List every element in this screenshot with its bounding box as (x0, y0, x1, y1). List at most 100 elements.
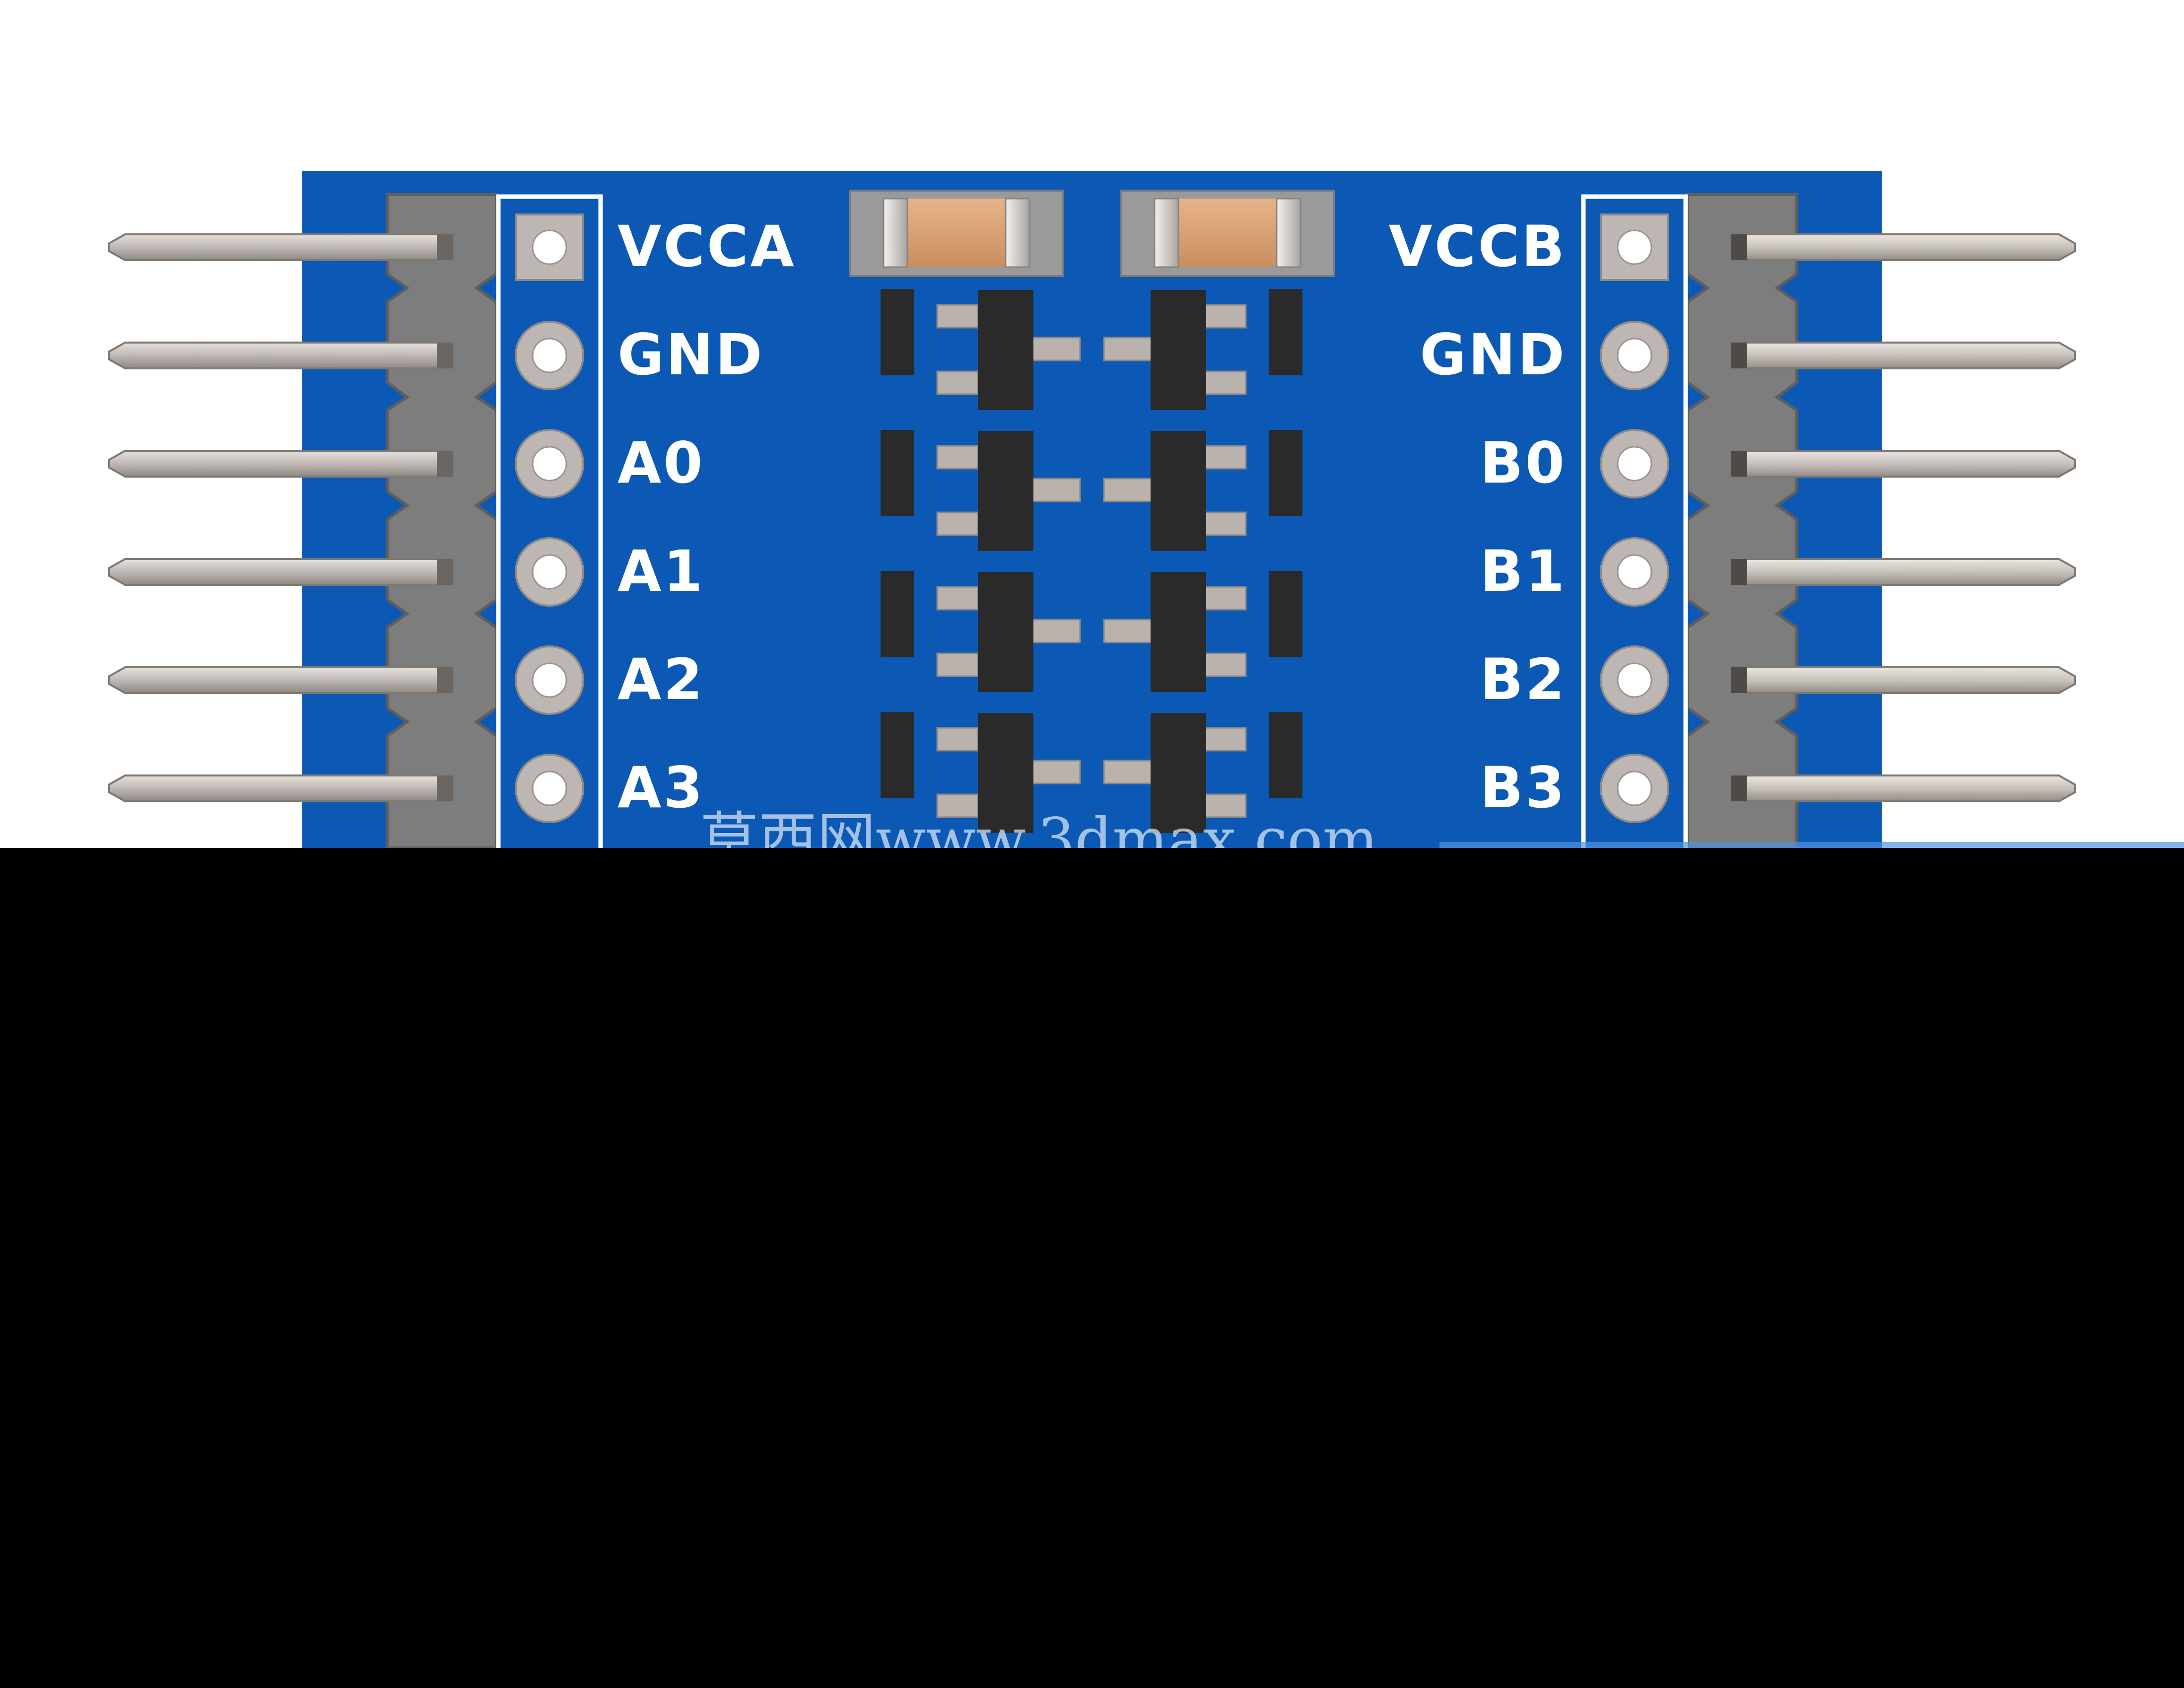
left-pad-hole (532, 338, 567, 373)
resistor-right (1269, 289, 1302, 375)
right-pad-hole (1617, 554, 1652, 590)
right-pin-shadow (1731, 451, 1747, 477)
pin-label-vccb: VCCB (1389, 213, 1567, 280)
left-pin-shadow (437, 234, 453, 260)
left-pin-shadow (437, 775, 453, 801)
pin-label-gnd-b: GND (1420, 322, 1567, 388)
pin-label-a3: A3 (617, 755, 705, 821)
left-header-pin (108, 342, 454, 369)
left-pin-shadow (437, 343, 453, 368)
mosfet-lead (1204, 370, 1247, 395)
right-header-plastic (1686, 193, 1798, 849)
mosfet-lead (1204, 511, 1247, 536)
right-header-pin (1730, 233, 2076, 261)
left-pin-labels: VCCA GND A0 A1 A2 A3 (617, 213, 796, 821)
pin-label-a2: A2 (617, 646, 705, 712)
left-pin-shadow (437, 559, 453, 585)
crop-edge-highlight (1439, 842, 2184, 848)
left-pad-hole (532, 554, 567, 590)
pin-label-b1: B1 (1480, 538, 1567, 604)
right-pin-shadow (1731, 775, 1747, 801)
mosfet-lead (936, 511, 979, 536)
mosfet-lead (936, 727, 979, 752)
mosfet-channel-array (881, 289, 1302, 833)
left-header-pin (108, 774, 454, 802)
right-pad-hole (1617, 771, 1652, 806)
mosfet-lead (1103, 619, 1153, 643)
mosfet-lead (936, 586, 979, 611)
right-header-pin (1730, 666, 2076, 694)
mosfet-body-right (1151, 290, 1206, 410)
mosfet-body-right (1151, 431, 1206, 551)
mosfet-body-left (978, 713, 1033, 833)
right-square-pad (1600, 213, 1669, 281)
pin-label-b3: B3 (1480, 755, 1567, 821)
right-pin-shadow (1731, 343, 1747, 368)
left-header-pin (108, 450, 454, 478)
mosfet-body-left (978, 431, 1033, 551)
mosfet-body-left (978, 572, 1033, 692)
left-pin-shadow (437, 667, 453, 693)
pin-label-gnd-a: GND (617, 322, 764, 388)
resistor-left (881, 712, 914, 798)
black-masked-region (0, 848, 2184, 1688)
left-header-pins (108, 233, 454, 802)
mosfet-body-right (1151, 713, 1206, 833)
left-header-plastic (386, 193, 498, 849)
mosfet-lead (936, 445, 979, 470)
right-pad-hole (1617, 662, 1652, 698)
mosfet-lead (1204, 445, 1247, 470)
resistor-left (881, 289, 914, 375)
mosfet-lead (936, 652, 979, 677)
right-header-pin (1730, 342, 2076, 369)
right-header-pins (1730, 233, 2076, 802)
resistor-right (1269, 430, 1302, 516)
right-pin-shadow (1731, 667, 1747, 693)
left-pin-shadow (437, 451, 453, 477)
mosfet-lead (1031, 337, 1081, 361)
right-pad-hole (1617, 229, 1652, 265)
mosfet-lead (936, 370, 979, 395)
mosfet-lead (936, 304, 979, 329)
mosfet-lead (1204, 304, 1247, 329)
right-pin-shadow (1731, 559, 1747, 585)
right-header-pin (1730, 450, 2076, 478)
right-pin-labels: VCCB GND B0 B1 B2 B3 (1389, 213, 1567, 821)
mosfet-lead (1031, 760, 1081, 784)
mosfet-lead (1103, 337, 1153, 361)
capacitor-left (849, 190, 1064, 277)
left-solder-pads (515, 213, 584, 823)
left-pad-hole (532, 446, 567, 482)
pin-label-vcca: VCCA (617, 213, 796, 280)
pcb-board (302, 171, 1882, 848)
capacitor-right (1120, 190, 1335, 277)
resistor-left (881, 571, 914, 657)
right-pin-shadow (1731, 234, 1747, 260)
mosfet-body-left (978, 290, 1033, 410)
mosfet-lead (1031, 619, 1081, 643)
left-pad-hole (532, 229, 567, 265)
mosfet-lead (1031, 478, 1081, 502)
mosfet-lead (936, 793, 979, 818)
resistor-left (881, 430, 914, 516)
right-solder-pads (1600, 213, 1669, 823)
left-header-pin (108, 233, 454, 261)
mosfet-lead (1204, 652, 1247, 677)
mosfet-body-right (1151, 572, 1206, 692)
pin-label-a0: A0 (617, 430, 705, 496)
right-header-pin (1730, 774, 2076, 802)
left-header-pin (108, 558, 454, 586)
pin-label-b0: B0 (1480, 430, 1567, 496)
right-header-pin (1730, 558, 2076, 586)
right-pad-hole (1617, 446, 1652, 482)
left-header-pin (108, 666, 454, 694)
mosfet-lead (1204, 727, 1247, 752)
left-pad-hole (532, 771, 567, 806)
pin-label-a1: A1 (617, 538, 705, 604)
resistor-right (1269, 712, 1302, 798)
mosfet-lead (1103, 478, 1153, 502)
mosfet-lead (1103, 760, 1153, 784)
right-pad-hole (1617, 338, 1652, 373)
pin-label-b2: B2 (1480, 646, 1567, 712)
